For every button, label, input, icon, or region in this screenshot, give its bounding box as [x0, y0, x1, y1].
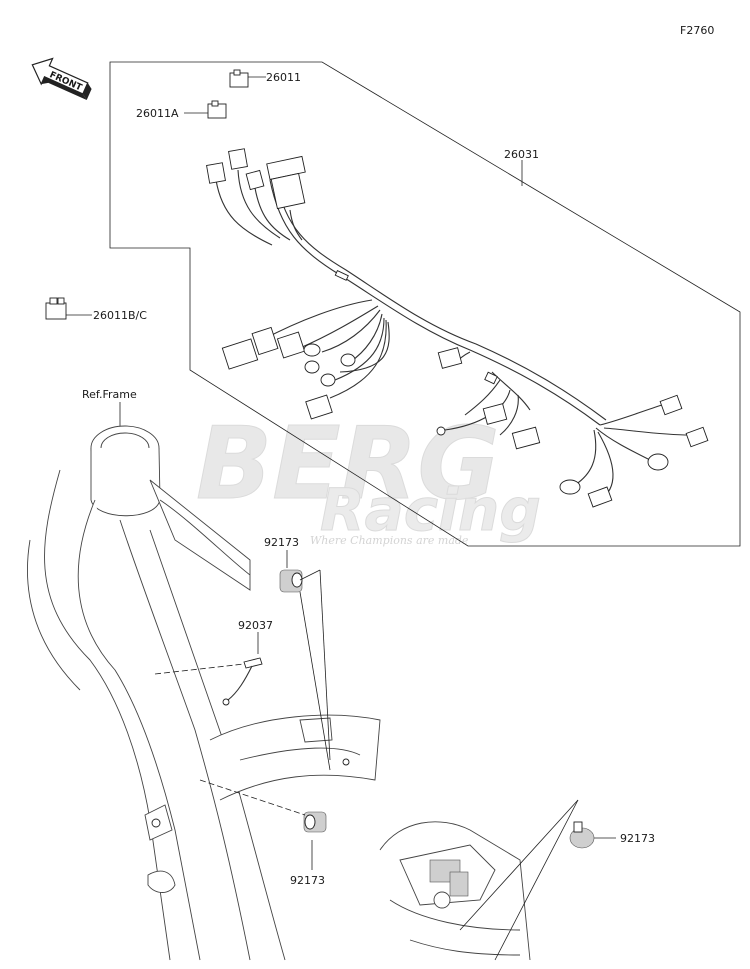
bracket-92037 [222, 657, 263, 706]
harness-connectors [206, 69, 709, 508]
callout-92173-bottom: 92173 [290, 874, 325, 887]
watermark-brand-bottom: Racing [320, 476, 541, 544]
callout-ref-frame: Ref.Frame [82, 388, 137, 401]
callout-92037: 92037 [238, 619, 273, 632]
connector-26011BC-part [45, 297, 67, 320]
watermark: BERG Racing Where Champions are made [196, 405, 542, 548]
watermark-brand-top: BERG [196, 405, 500, 522]
clamp-92173-right [569, 821, 595, 849]
callout-26011A: 26011A [136, 107, 179, 120]
motorcycle-frame [27, 402, 531, 961]
callout-26031: 26031 [504, 148, 539, 161]
callout-92173-top: 92173 [264, 536, 299, 549]
callout-26011BC: 26011B/C [93, 309, 147, 322]
callout-26011: 26011 [266, 71, 301, 84]
figure-code: F2760 [680, 24, 714, 37]
clamp-92173-top [279, 569, 303, 593]
clamp-92173-bottom [303, 811, 327, 833]
callout-92173-right: 92173 [620, 832, 655, 845]
harness-assembly-outline [109, 61, 741, 547]
front-direction-arrow: FRONT [31, 57, 92, 100]
watermark-tagline: Where Champions are made [310, 534, 469, 547]
